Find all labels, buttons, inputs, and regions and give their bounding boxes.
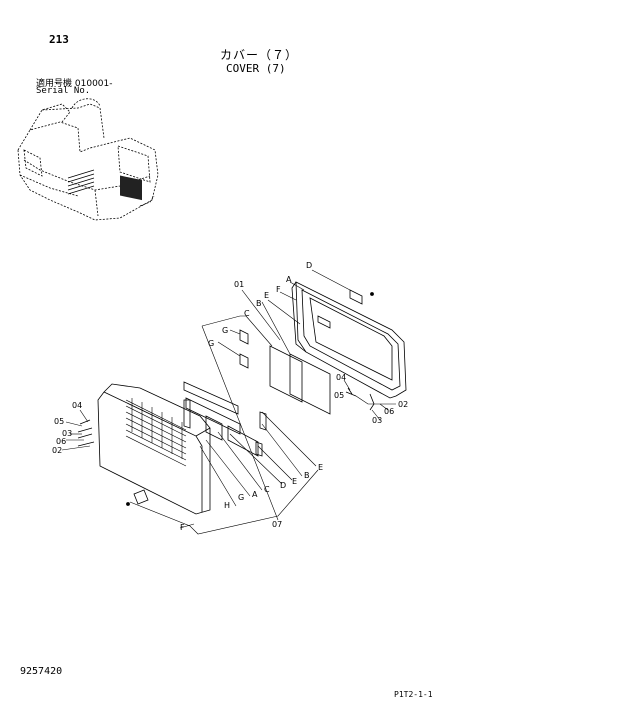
callout-labels: D 01 A E F B C G G 04 05 02 06 03 04 05 … bbox=[52, 261, 408, 532]
callout-b: B bbox=[256, 299, 262, 308]
title-english: COVER (7) bbox=[226, 62, 286, 75]
excavator-vent-hatch bbox=[67, 169, 95, 195]
callout-g-upper: G bbox=[222, 326, 228, 335]
callout-d: D bbox=[306, 261, 312, 270]
page-number: 213 bbox=[49, 33, 69, 46]
excavator-highlight-panel bbox=[120, 175, 142, 201]
callout-03-right: 03 bbox=[372, 416, 382, 425]
panel-b bbox=[269, 345, 303, 403]
strip-a bbox=[227, 425, 259, 457]
cover-vent-grille bbox=[125, 398, 187, 467]
part-d-screw bbox=[370, 292, 374, 296]
cover-hardware-stack bbox=[77, 419, 95, 447]
callout-g-bottom: G bbox=[238, 493, 244, 502]
pad-g-lower bbox=[239, 353, 249, 369]
leader-lines bbox=[61, 269, 396, 535]
callout-e-lower: E bbox=[318, 463, 323, 472]
strip-d bbox=[255, 441, 263, 457]
cover-screw-f bbox=[126, 502, 130, 506]
pad-g-upper bbox=[239, 329, 249, 345]
callout-c: C bbox=[244, 309, 250, 318]
callout-c-lower: C bbox=[264, 485, 270, 494]
door-frame-bracket bbox=[317, 315, 331, 329]
door-bolt-05 bbox=[345, 387, 357, 397]
callout-g-lower: G bbox=[208, 339, 214, 348]
callout-06-right: 06 bbox=[384, 407, 394, 416]
callout-01: 01 bbox=[234, 280, 244, 289]
callout-02-right: 02 bbox=[398, 400, 408, 409]
callout-07: 07 bbox=[272, 520, 282, 529]
panel-c bbox=[289, 353, 331, 415]
callout-f: F bbox=[276, 285, 281, 294]
callout-05-left: 05 bbox=[54, 417, 64, 426]
callout-a-lower: A bbox=[252, 490, 258, 499]
strip-h bbox=[205, 415, 223, 441]
excavator-locator-sketch bbox=[17, 98, 159, 221]
callout-02-left: 02 bbox=[52, 446, 62, 455]
callout-03-left: 03 bbox=[62, 429, 72, 438]
callout-d-lower: D bbox=[280, 481, 286, 490]
door-bolt-03 bbox=[369, 393, 375, 411]
callout-04-right: 04 bbox=[336, 373, 346, 382]
callout-h: H bbox=[224, 501, 230, 510]
page-reference: P1T2-1-1 bbox=[394, 690, 433, 699]
callout-e-lower-2: E bbox=[292, 477, 297, 486]
callout-e: E bbox=[264, 291, 269, 300]
callout-06-left: 06 bbox=[56, 437, 66, 446]
main-side-cover bbox=[97, 383, 211, 515]
callout-b-lower: B bbox=[304, 471, 310, 480]
callout-04-left: 04 bbox=[72, 401, 82, 410]
serial-label-en: Serial No. bbox=[36, 86, 91, 96]
serial-line-jp: 適用号機 010001- bbox=[36, 76, 113, 89]
strip-upper bbox=[183, 381, 239, 415]
title-japanese: カバー（７） bbox=[220, 48, 299, 62]
strip-e bbox=[259, 411, 267, 431]
door-frame bbox=[291, 281, 407, 399]
callout-a: A bbox=[286, 275, 292, 284]
cover-handle-f bbox=[133, 489, 149, 505]
serial-label-jp: 適用号機 bbox=[36, 79, 73, 89]
strip-end bbox=[183, 399, 191, 429]
part-d-latch bbox=[349, 289, 363, 305]
document-number: 9257420 bbox=[20, 666, 63, 677]
callout-05-right: 05 bbox=[334, 391, 344, 400]
callout-f-lower: F bbox=[180, 523, 185, 532]
strip-middle bbox=[185, 397, 241, 435]
serial-from: 010001- bbox=[74, 79, 113, 89]
